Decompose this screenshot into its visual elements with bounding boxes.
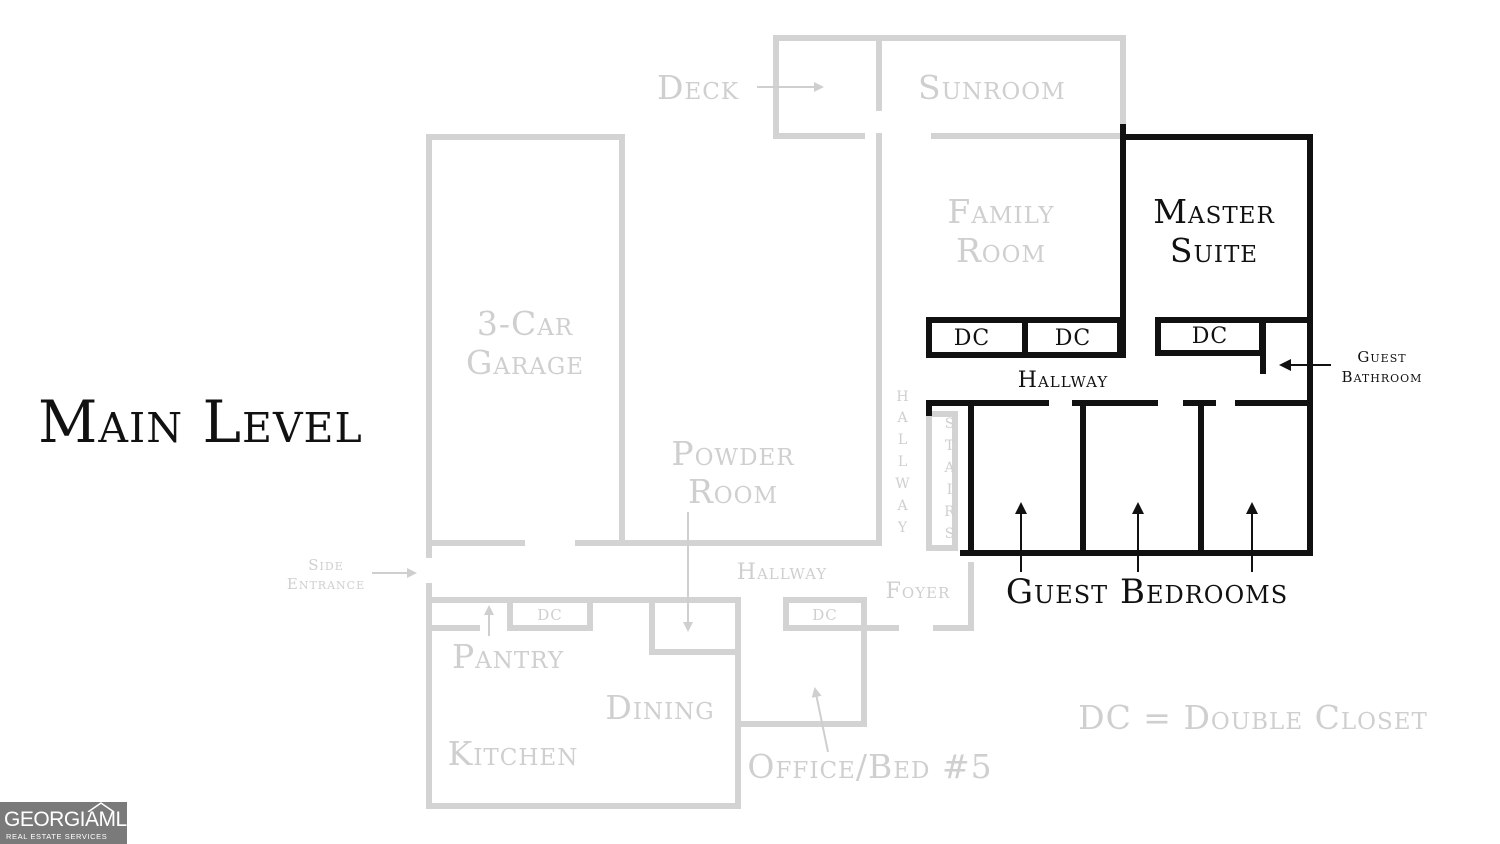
svg-text:A: A xyxy=(896,498,908,514)
logo-subtext: REAL ESTATE SERVICES xyxy=(6,832,108,841)
garage-label-2: Garage xyxy=(466,343,584,382)
guest-bathroom-label-2: Bathroom xyxy=(1342,368,1423,386)
side-entrance-label-1: Side xyxy=(308,556,343,574)
svg-text:I: I xyxy=(947,482,954,498)
pantry-label: Pantry xyxy=(452,637,564,676)
faded-walls xyxy=(426,35,1126,809)
foyer-label: Foyer xyxy=(886,579,951,604)
closet-label-4: DC xyxy=(537,606,563,624)
master-suite-label-2: Suite xyxy=(1170,231,1258,270)
logo-text: GEORGIAMLS xyxy=(4,808,141,831)
guest-bathroom-label-1: Guest xyxy=(1357,348,1406,366)
deck-label: Deck xyxy=(657,68,739,107)
family-room-label-1: Family xyxy=(947,192,1054,231)
svg-text:W: W xyxy=(895,476,910,492)
level-title: Main Level xyxy=(38,388,363,456)
svg-text:R: R xyxy=(944,504,956,520)
svg-text:A: A xyxy=(896,410,908,426)
svg-text:H: H xyxy=(896,389,909,405)
house-roof-icon xyxy=(87,802,115,812)
family-room-label-2: Room xyxy=(956,231,1046,270)
legend-text: DC = Double Closet xyxy=(1078,698,1428,737)
dining-label: Dining xyxy=(605,688,714,727)
svg-text:Y: Y xyxy=(897,520,908,536)
arrows xyxy=(372,82,1331,753)
side-entrance-label-2: Entrance xyxy=(287,575,365,593)
guest-bedrooms-label: Guest Bedrooms xyxy=(1006,572,1288,612)
closet-label-5: DC xyxy=(812,606,838,624)
office-label: Office/Bed #5 xyxy=(747,747,992,786)
svg-text:T: T xyxy=(945,438,955,454)
svg-text:L: L xyxy=(898,432,908,448)
georgia-mls-logo: GEORGIAMLS REAL ESTATE SERVICES xyxy=(0,802,141,844)
vertical-hallway-label: H A L L W A Y xyxy=(895,389,910,536)
garage-label-1: 3-Car xyxy=(477,304,573,343)
closet-label-3: DC xyxy=(1192,324,1228,349)
closet-label-2: DC xyxy=(1055,326,1091,351)
vertical-stairs-label: S T A I R S xyxy=(943,416,956,542)
kitchen-label: Kitchen xyxy=(448,734,579,773)
svg-text:A: A xyxy=(943,460,955,476)
svg-text:S: S xyxy=(945,526,956,542)
office-arrow xyxy=(811,687,829,753)
upper-hallway-label: Hallway xyxy=(1018,368,1109,393)
svg-text:L: L xyxy=(898,454,908,470)
master-suite-label-1: Master xyxy=(1153,192,1275,231)
highlighted-walls xyxy=(926,124,1313,556)
powder-room-label-2: Room xyxy=(688,472,778,511)
closet-label-1: DC xyxy=(954,326,990,351)
powder-room-label-1: Powder xyxy=(671,434,794,473)
svg-text:S: S xyxy=(945,416,956,432)
lower-hallway-label: Hallway xyxy=(737,560,828,585)
sunroom-label: Sunroom xyxy=(918,68,1066,107)
